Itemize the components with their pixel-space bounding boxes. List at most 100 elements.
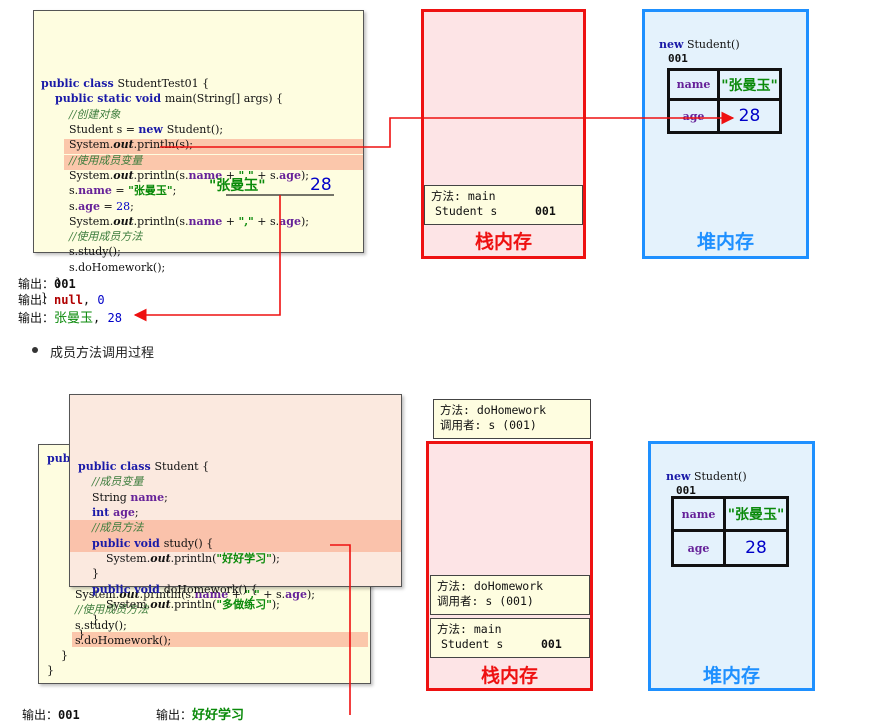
code-token: //成员方法	[92, 521, 144, 535]
output-null: null	[54, 293, 83, 307]
code-token: }	[78, 613, 99, 627]
code-line: s.doHomework();	[47, 633, 315, 648]
code-token: name	[194, 588, 229, 601]
code-token: ;	[130, 199, 134, 213]
section-label: 成员方法调用过程	[50, 346, 155, 361]
frame-method: 方法: main	[431, 189, 496, 203]
code-token: System.	[47, 588, 120, 601]
code-token: ","	[238, 214, 254, 228]
code-line: public void study() {	[78, 536, 401, 551]
code-token: //使用成员方法	[68, 230, 143, 244]
code-line: s.study();	[47, 618, 315, 633]
code-line: public static void main(String[] args) {	[41, 91, 363, 106]
code-block-studenttest01: public class StudentTest01 { public stat…	[33, 10, 364, 304]
field-age-value: 28	[738, 106, 761, 126]
code-token: System.	[78, 597, 151, 611]
code-line: System.out.println(s);	[41, 137, 363, 152]
stack-title: 栈内存	[474, 231, 532, 253]
code-token: ;	[164, 490, 168, 504]
heap-memory-top: 堆内存	[642, 9, 809, 259]
constructor-text: Student()	[683, 38, 740, 51]
annotation-string-value: "张曼玉"	[209, 178, 266, 194]
stack-title: 栈内存	[480, 665, 538, 687]
highlight-println-homework	[70, 536, 401, 552]
code-token: + s.	[259, 588, 286, 601]
code-token: s.doHomework();	[47, 633, 172, 647]
code-line: }	[78, 627, 401, 642]
code-line: }	[78, 612, 401, 627]
code-token: age	[279, 168, 301, 182]
code-line: publ	[47, 451, 75, 466]
code-token: System.	[78, 551, 151, 565]
code-line: System.out.println("好好学习");	[78, 551, 401, 566]
frame-method: 方法: doHomework	[437, 579, 544, 593]
code-token: publ	[47, 452, 75, 465]
code-line: //创建对象	[41, 107, 363, 122]
annotation-number-value: 28	[310, 175, 332, 195]
code-token: );	[271, 597, 280, 611]
code-line: }	[41, 275, 363, 290]
code-token: .println(s.	[133, 168, 189, 182]
code-line: //使用成员变量	[41, 153, 363, 168]
constructor-text: Student()	[690, 470, 747, 483]
frame-var-value: 001	[541, 637, 562, 651]
code-line: s.name = "张曼玉";	[41, 183, 363, 198]
new-keyword: new	[666, 470, 691, 483]
code-token: s.study();	[41, 245, 121, 259]
code-token: name	[78, 184, 112, 198]
object-address-bottom: 001	[676, 484, 696, 497]
code-token: main(String[] args) {	[164, 92, 284, 106]
field-name-value: "张曼玉"	[726, 499, 786, 532]
code-token: public void	[92, 536, 164, 550]
code-token: ","	[238, 168, 254, 182]
code-token: s.	[41, 199, 79, 213]
code-line: System.out.println("多做练习");	[78, 597, 401, 612]
code-token: }	[41, 276, 62, 290]
code-line: s.doHomework();	[41, 260, 363, 275]
code-token: s.	[41, 184, 79, 198]
field-name-label: name	[670, 71, 720, 101]
code-line: int age;	[78, 505, 401, 520]
code-token: "张曼玉"	[128, 184, 173, 198]
frame-caller: 调用者: s (001)	[437, 594, 534, 608]
field-age-label: age	[670, 101, 720, 131]
code-token: System.	[41, 168, 114, 182]
code-token: .println(s.	[133, 214, 189, 228]
field-age-label: age	[674, 532, 726, 564]
code-token: public void	[92, 582, 164, 596]
code-token: );	[271, 551, 280, 565]
code-block-student: public class Student { //成员变量 String nam…	[69, 394, 402, 641]
code-line: public class StudentTest01 {	[41, 76, 363, 91]
field-name-label: name	[674, 499, 726, 532]
object-address-top: 001	[668, 52, 688, 65]
object-header-bottom: new Student()	[666, 470, 747, 483]
output-prefix: 输出：	[18, 311, 55, 325]
code-token: );	[300, 214, 309, 228]
highlight-println-line	[64, 155, 363, 170]
stack-memory-bottom: 方法: doHomework 调用者: s (001) 方法: main Stu…	[426, 441, 593, 691]
code-token: }	[78, 628, 85, 642]
code-lines: public class Student { //成员变量 String nam…	[78, 459, 401, 643]
frame-method: 方法: main	[437, 622, 502, 636]
heap-title: 堆内存	[696, 231, 754, 253]
code-token: Student {	[154, 460, 210, 474]
code-token: name	[130, 490, 165, 504]
object-table-top: name "张曼玉" age 28	[667, 68, 782, 134]
output-line-3: 输出：张曼玉, 28	[18, 307, 122, 326]
code-token: study() {	[163, 536, 214, 550]
field-name-value: "张曼玉"	[720, 71, 779, 101]
output-prefix: 输出：	[18, 277, 55, 291]
code-token: public static void	[55, 92, 165, 106]
code-token: + s.	[253, 168, 280, 182]
output-name: 张曼玉	[54, 311, 94, 326]
code-line: s.age = 28;	[41, 199, 363, 214]
code-line: public void doHomework() {	[78, 582, 401, 597]
code-token: //使用成员变量	[68, 153, 143, 167]
code-token: out	[119, 588, 140, 601]
code-token: System.	[41, 214, 114, 228]
code-token: =	[111, 184, 129, 198]
code-token: public class	[41, 77, 118, 91]
code-token: new	[138, 123, 167, 137]
code-token: }	[41, 291, 48, 305]
